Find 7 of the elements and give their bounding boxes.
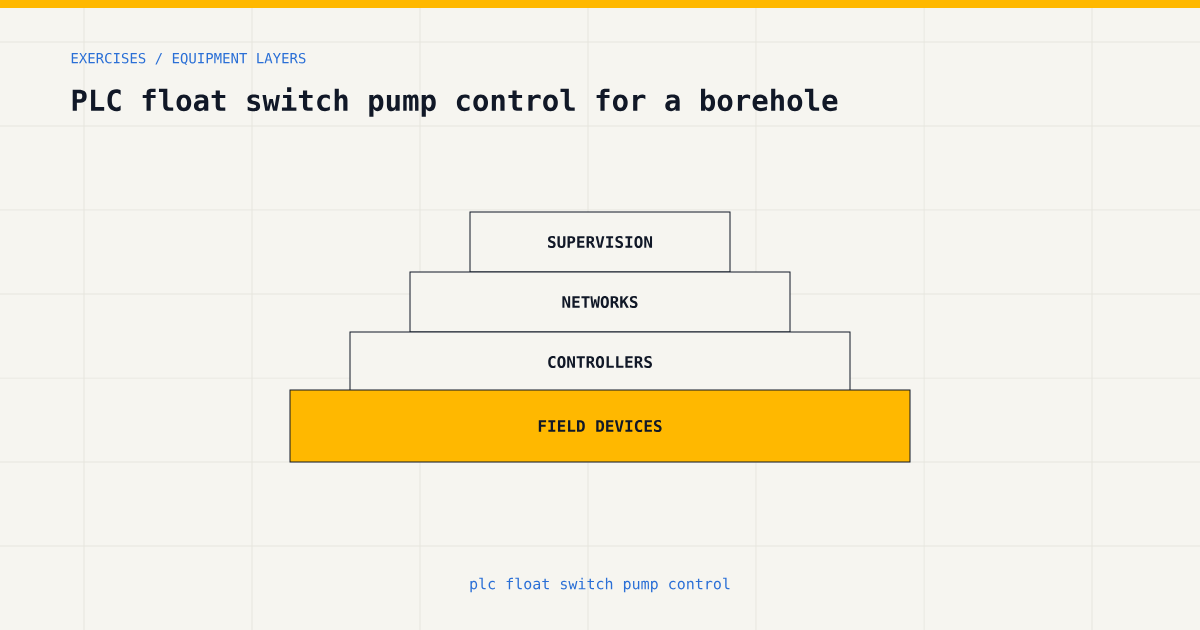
- title: PLC float switch pump control for a borehole: [72, 87, 838, 117]
- caption: plc float switch pump control: [470, 577, 730, 593]
- layer-box: CONTROLLERS: [349, 331, 851, 393]
- layer-box: FIELD DEVICES: [289, 389, 911, 463]
- layer-box: SUPERVISION: [469, 211, 731, 273]
- layer-box: NETWORKS: [409, 271, 791, 333]
- kicker-text: EXERCISES / EQUIPMENT LAYERS: [71, 52, 306, 66]
